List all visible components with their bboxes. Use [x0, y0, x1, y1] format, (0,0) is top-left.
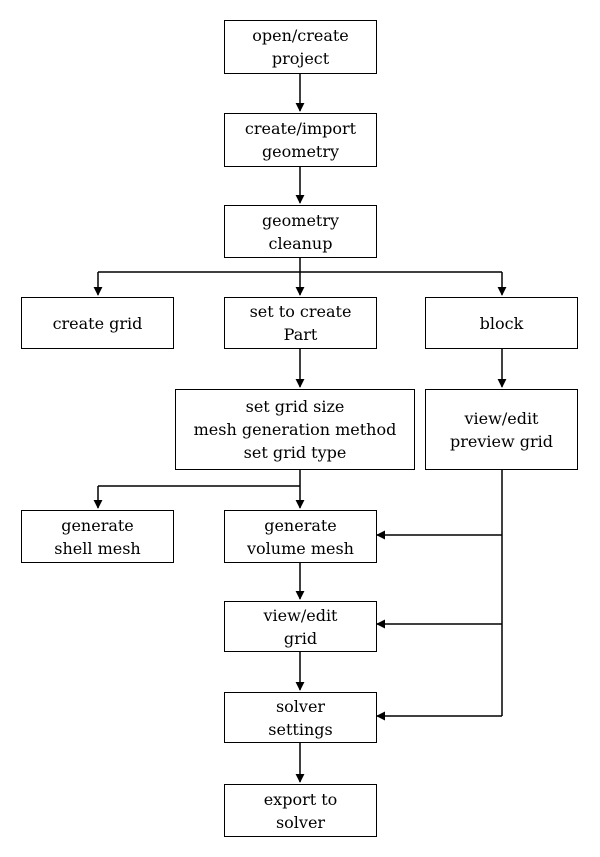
- node-export-to-solver: export to solver: [224, 784, 377, 837]
- node-generate-shell-mesh: generate shell mesh: [21, 510, 174, 563]
- node-create-import-geometry: create/import geometry: [224, 113, 377, 167]
- node-geometry-cleanup: geometry cleanup: [224, 205, 377, 258]
- node-label-line: set grid type: [243, 443, 347, 462]
- node-label-line: set to create: [249, 302, 352, 321]
- node-label-line: mesh generation method: [193, 420, 397, 439]
- node-label-line: volume mesh: [247, 538, 354, 558]
- node-view-edit-grid: view/edit grid: [224, 601, 377, 652]
- node-label-line: solver: [275, 696, 326, 716]
- node-label-line: block: [479, 313, 524, 333]
- node-label-line: grid: [283, 628, 318, 648]
- node-generate-volume-mesh: generate volume mesh: [224, 510, 377, 563]
- node-label-line: create/import: [244, 119, 357, 138]
- node-label-line: open/create: [252, 26, 349, 45]
- node-label-line: solver: [275, 812, 326, 832]
- node-label-line: Part: [283, 325, 318, 344]
- node-label-line: geometry: [261, 142, 340, 161]
- node-create-grid: create grid: [21, 297, 174, 349]
- node-label-line: preview grid: [449, 431, 553, 451]
- node-label-line: project: [271, 49, 330, 68]
- node-label-line: generate: [264, 515, 337, 535]
- node-label-line: set grid size: [245, 397, 345, 416]
- node-label-line: shell mesh: [54, 538, 141, 558]
- node-solver-settings: solver settings: [224, 692, 377, 743]
- node-label-line: generate: [61, 515, 134, 535]
- node-label-line: settings: [268, 719, 333, 739]
- node-open-create-project: open/create project: [224, 20, 377, 74]
- node-grid-settings: set grid size mesh generation method set…: [175, 389, 415, 470]
- node-label-line: view/edit: [263, 605, 338, 625]
- node-label-line: view/edit: [464, 408, 539, 428]
- node-block: block: [425, 297, 578, 349]
- node-label-line: export to: [263, 789, 338, 809]
- node-set-to-create-part: set to create Part: [224, 297, 377, 349]
- node-label-line: create grid: [52, 313, 143, 333]
- node-label-line: cleanup: [268, 233, 333, 253]
- node-label-line: geometry: [261, 210, 340, 230]
- node-view-edit-preview-grid: view/edit preview grid: [425, 389, 578, 470]
